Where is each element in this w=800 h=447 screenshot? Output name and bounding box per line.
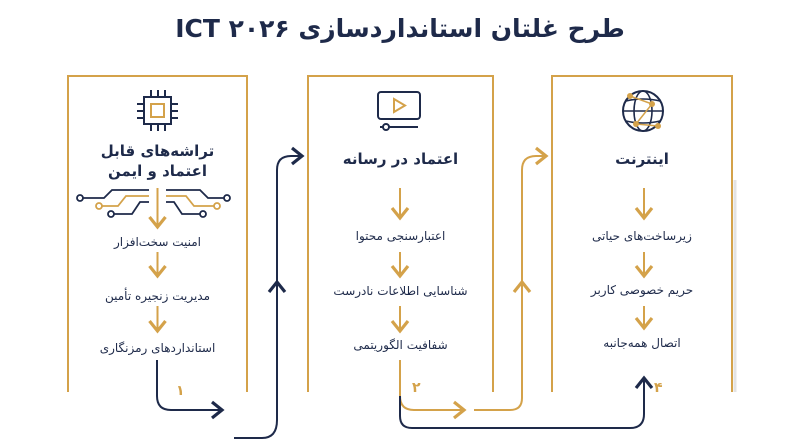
column-1-item-2: مدیریت زنجیره تأمین <box>104 289 211 303</box>
globe-network-icon <box>622 90 664 132</box>
column-1-heading-line-2: اعتماد و ایمن <box>108 162 207 180</box>
column-frame-3 <box>551 75 733 392</box>
column-1-item-1: امنیت سخت‌افزار <box>113 235 201 249</box>
column-1-heading-line-1: تراشه‌های قابل <box>100 142 215 160</box>
column-3-number: ۴ <box>654 380 663 396</box>
column-3-item-1: زیرساخت‌های حیاتی <box>592 229 692 243</box>
column-frame-1 <box>67 75 248 392</box>
column-1-heading: تراشه‌های قابل اعتماد و ایمن <box>68 141 247 181</box>
column-frame-2 <box>307 75 494 392</box>
column-1-item-3: استانداردهای رمزنگاری <box>99 341 216 355</box>
chip-icon <box>137 90 178 131</box>
connector-2-to-3-loop <box>399 375 654 429</box>
connector-1-to-2-bottom <box>156 360 225 420</box>
flow-arrows <box>148 188 654 334</box>
connector-1-to-2-top <box>276 146 305 171</box>
column-2-number: ۲ <box>412 380 421 396</box>
diagram-title: طرح غلتان استانداردسازی ICT ۲۰۲۶ <box>175 14 625 43</box>
circuit-traces <box>76 189 231 218</box>
column-1-number: ۱ <box>176 383 185 399</box>
column-2-heading: اعتماد در رسانه <box>342 150 459 168</box>
column-2-item-2: شناسایی اطلاعات نادرست <box>333 284 468 298</box>
column-2-item-1: اعتبارسنجی محتوا <box>355 229 446 243</box>
column-3-heading: اینترنت <box>615 150 669 168</box>
column-3-item-2: حریم خصوصی کاربر <box>590 283 694 297</box>
connector-1-to-2-base <box>222 410 234 438</box>
connector-2-to-3-bottom <box>399 360 467 420</box>
video-play-icon <box>377 91 421 131</box>
column-3-item-3: اتصال همه‌جانبه <box>603 336 681 350</box>
column-2-item-3: شفافیت الگوریتمی <box>353 338 448 352</box>
connector-1-to-2-up <box>234 170 278 439</box>
connector-2-to-3-side <box>474 146 549 411</box>
